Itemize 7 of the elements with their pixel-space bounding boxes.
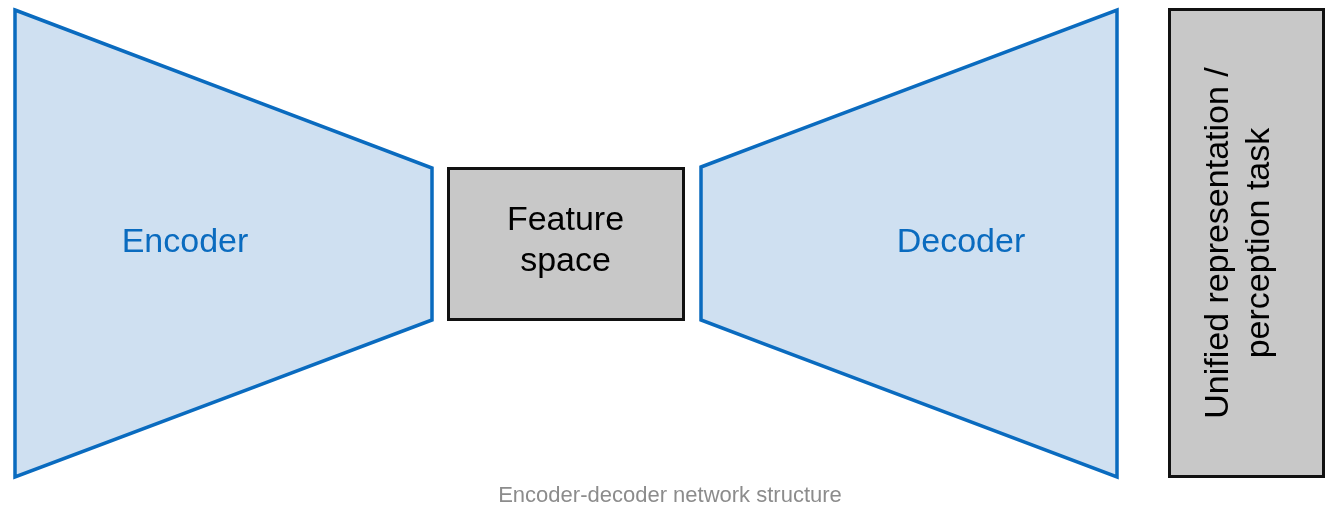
feature-box: [447, 167, 685, 321]
box-label: Feature space: [505, 198, 626, 280]
block-label: Decoder: [895, 220, 1027, 261]
box-label: Unified representation / perception task: [1196, 65, 1277, 421]
block-label: Encoder: [120, 220, 250, 261]
caption: Encoder-decoder network structure: [497, 482, 843, 508]
output-box: [1168, 8, 1325, 478]
